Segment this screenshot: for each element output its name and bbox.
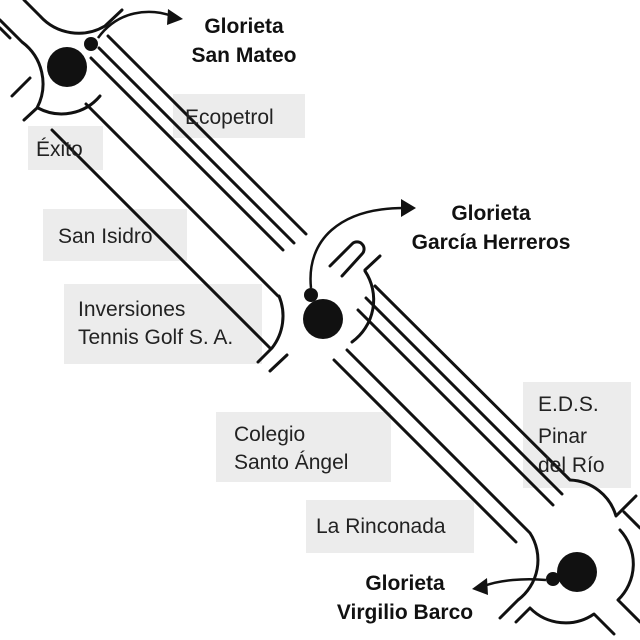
arrow-head-icon: [401, 199, 416, 217]
san-isidro-box: [43, 209, 187, 261]
san-mateo-label-line1: Glorieta: [204, 15, 284, 38]
san-mateo-label-line2: San Mateo: [191, 44, 296, 67]
road-edge: [622, 510, 640, 530]
roundabout-san-mateo-dot: [84, 37, 98, 51]
arrow-virgilio-barco: [483, 578, 547, 588]
garcia-herreros-label-line1: Glorieta: [451, 202, 531, 225]
road-edge: [328, 240, 366, 278]
colegio-label-line1: Colegio: [234, 423, 305, 446]
eds-box: [523, 382, 631, 488]
place-labels: Ecopetrol Éxito San Isidro Inversiones T…: [36, 106, 605, 538]
inversiones-label-line2: Tennis Golf S. A.: [78, 326, 233, 349]
road-edge: [364, 296, 564, 496]
road-edge: [97, 46, 296, 245]
exito-box: [28, 126, 103, 170]
garcia-herreros-label-line2: García Herreros: [412, 231, 571, 254]
roundabout-labels: Glorieta San Mateo Glorieta García Herre…: [191, 15, 570, 624]
la-rinconada-box: [306, 500, 474, 553]
road-edge: [514, 606, 616, 636]
virgilio-barco-label-line2: Virgilio Barco: [337, 601, 473, 624]
roundabout-virgilio-barco[interactable]: [557, 552, 597, 592]
road-edge: [10, 76, 32, 98]
colegio-box: [216, 412, 391, 482]
road-edge: [332, 358, 518, 544]
inversiones-box: [64, 284, 262, 364]
la-rinconada-label: La Rinconada: [316, 515, 446, 538]
arrow-head-icon: [472, 578, 488, 595]
road-edge: [84, 102, 280, 298]
road-edge: [268, 353, 289, 373]
road-edge: [89, 56, 285, 252]
road-edge: [356, 308, 555, 507]
callout-arrows: [96, 9, 547, 595]
road-edge: [350, 269, 376, 344]
roundabout-garcia-herreros-dot: [304, 288, 318, 302]
san-isidro-label: San Isidro: [58, 225, 153, 248]
arrow-san-mateo: [96, 10, 173, 39]
road-edge: [363, 254, 382, 272]
road-edge: [616, 528, 640, 624]
eds-label-line2: Pinar: [538, 425, 587, 448]
eds-label-line3: del Río: [538, 454, 605, 477]
ecopetrol-label: Ecopetrol: [185, 106, 274, 129]
virgilio-barco-label-line1: Glorieta: [365, 572, 445, 595]
eds-label-line1: E.D.S.: [538, 393, 599, 416]
road-edge: [50, 128, 272, 350]
road-edge: [0, 18, 45, 122]
place-label-boxes: [28, 94, 631, 553]
road-edge: [22, 0, 124, 35]
arrow-garcia-herreros: [309, 206, 405, 289]
roundabout-garcia-herreros[interactable]: [303, 299, 343, 339]
arrow-head-icon: [167, 9, 183, 25]
road-edge: [0, 26, 12, 40]
road-edge: [256, 294, 285, 364]
roundabout-markers: [47, 37, 597, 592]
exito-label: Éxito: [36, 138, 83, 161]
road-edge: [36, 94, 102, 116]
inversiones-label-line1: Inversiones: [78, 298, 185, 321]
ecopetrol-box: [173, 94, 305, 138]
colegio-label-line2: Santo Ángel: [234, 451, 348, 474]
roundabout-san-mateo[interactable]: [47, 47, 87, 87]
road-edge: [373, 284, 638, 518]
road-edge: [345, 348, 540, 620]
roundabout-virgilio-barco-dot: [546, 572, 560, 586]
road-edge: [106, 34, 308, 236]
